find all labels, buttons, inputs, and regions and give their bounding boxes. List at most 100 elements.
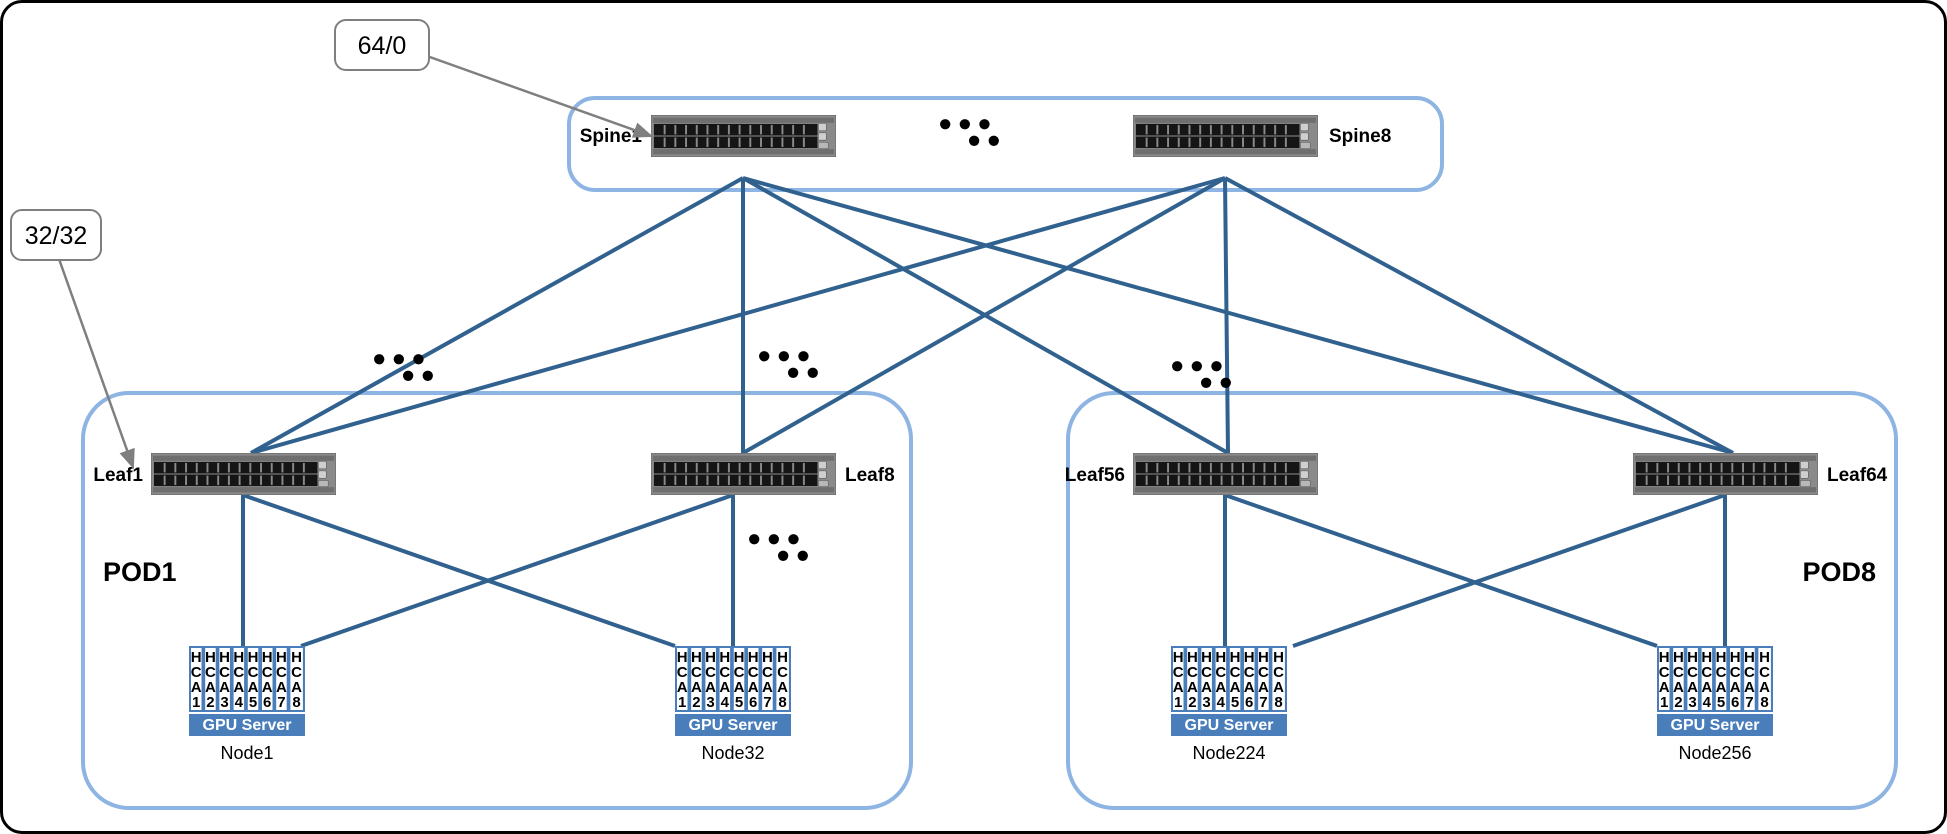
gpu-server-chassis — [1171, 714, 1287, 736]
gpu-server-name: Node1 — [220, 743, 273, 763]
svg-text:A: A — [1173, 679, 1184, 696]
svg-text:A: A — [1759, 679, 1770, 696]
switch-icon-leaf64[interactable] — [1633, 453, 1818, 495]
switch-icon-leaf1[interactable] — [151, 453, 336, 495]
svg-text:H: H — [719, 649, 730, 666]
switch-label-leaf8: Leaf8 — [845, 465, 895, 486]
svg-text:A: A — [1673, 679, 1684, 696]
callout-leaf[interactable]: 32/32 — [10, 209, 135, 470]
switch-icon-spine1[interactable] — [651, 115, 836, 157]
svg-text:H: H — [1673, 649, 1684, 666]
svg-text:C: C — [1759, 664, 1770, 681]
callout-leaf-box[interactable] — [10, 209, 102, 261]
svg-text:1: 1 — [192, 694, 200, 711]
svg-text:C: C — [291, 664, 302, 681]
link-leaf56-node256 — [1224, 493, 1658, 648]
svg-text:A: A — [1230, 679, 1241, 696]
switch-icon-leaf56[interactable] — [1133, 453, 1318, 495]
svg-text:A: A — [1701, 679, 1712, 696]
svg-text:H: H — [248, 649, 259, 666]
svg-text:C: C — [1187, 664, 1198, 681]
switch-icon-spine8[interactable] — [1133, 115, 1318, 157]
svg-text:H: H — [677, 649, 688, 666]
switch-label-leaf64: Leaf64 — [1827, 465, 1888, 486]
svg-text:C: C — [233, 664, 244, 681]
spine-switches: Spine1 Spine8 — [580, 115, 1391, 157]
svg-text:8: 8 — [778, 694, 786, 711]
svg-text:H: H — [1187, 649, 1198, 666]
svg-text:3: 3 — [706, 694, 714, 711]
svg-text:5: 5 — [249, 694, 257, 711]
link-spine1-leaf64 — [742, 176, 1734, 455]
svg-text:A: A — [1201, 679, 1212, 696]
hca-slots — [1173, 648, 1285, 710]
link-leaf8-node1 — [300, 493, 734, 648]
ellipsis-pod8-leaf-gap-icon — [1172, 361, 1231, 388]
gpu-server-name: Node224 — [1192, 743, 1265, 763]
svg-text:4: 4 — [1703, 694, 1712, 711]
svg-text:C: C — [1173, 664, 1184, 681]
svg-text:H: H — [262, 649, 273, 666]
svg-text:6: 6 — [1245, 694, 1253, 711]
svg-text:H: H — [219, 649, 230, 666]
callout-spine[interactable]: 64/0 — [334, 19, 654, 138]
svg-text:C: C — [1673, 664, 1684, 681]
svg-text:2: 2 — [1188, 694, 1196, 711]
svg-text:H: H — [1701, 649, 1712, 666]
pod8-leaf-switches: Leaf56 Leaf64 — [1065, 453, 1888, 495]
svg-text:C: C — [1687, 664, 1698, 681]
svg-text:A: A — [205, 679, 216, 696]
svg-text:A: A — [1659, 679, 1670, 696]
hca-slots — [677, 648, 789, 710]
svg-text:7: 7 — [1259, 694, 1267, 711]
svg-text:A: A — [677, 679, 688, 696]
svg-text:4: 4 — [721, 694, 730, 711]
svg-text:2: 2 — [206, 694, 214, 711]
svg-text:C: C — [205, 664, 216, 681]
svg-text:C: C — [1258, 664, 1269, 681]
switch-icon-leaf8[interactable] — [651, 453, 836, 495]
svg-text:C: C — [762, 664, 773, 681]
svg-text:H: H — [291, 649, 302, 666]
svg-text:C: C — [734, 664, 745, 681]
svg-text:8: 8 — [1274, 694, 1282, 711]
svg-text:A: A — [1730, 679, 1741, 696]
callout-spine-box[interactable] — [334, 19, 430, 71]
svg-text:A: A — [276, 679, 287, 696]
svg-text:5: 5 — [1231, 694, 1239, 711]
svg-text:C: C — [1730, 664, 1741, 681]
svg-text:A: A — [219, 679, 230, 696]
svg-text:2: 2 — [1674, 694, 1682, 711]
svg-text:H: H — [276, 649, 287, 666]
svg-text:C: C — [219, 664, 230, 681]
svg-text:6: 6 — [749, 694, 757, 711]
hca-slots — [1659, 648, 1771, 710]
svg-text:C: C — [1215, 664, 1226, 681]
svg-text:H: H — [1744, 649, 1755, 666]
callout-spine-leader — [426, 54, 654, 138]
gpu-server-chassis — [675, 714, 791, 736]
svg-text:A: A — [748, 679, 759, 696]
svg-text:C: C — [705, 664, 716, 681]
gpu-server-chassis — [1657, 714, 1773, 736]
spine-group-box — [567, 96, 1444, 192]
svg-text:A: A — [1258, 679, 1269, 696]
svg-text:H: H — [1215, 649, 1226, 666]
svg-text:C: C — [1659, 664, 1670, 681]
pod-box-pod8 — [1066, 391, 1898, 810]
svg-text:A: A — [1273, 679, 1284, 696]
gpu-server-chassis-label: GPU Server — [203, 717, 292, 734]
pod-box-pod1 — [81, 391, 913, 810]
svg-text:3: 3 — [1202, 694, 1210, 711]
svg-text:C: C — [1273, 664, 1284, 681]
link-spine8-leaf1 — [250, 176, 1226, 455]
callout-leaf-leader — [57, 258, 135, 470]
